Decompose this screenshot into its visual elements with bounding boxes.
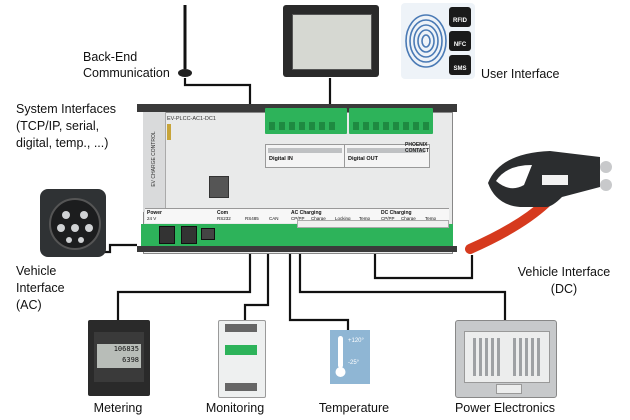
com-can-label: CAN — [269, 216, 279, 221]
power-sub-label: 24 V — [147, 216, 157, 221]
dc-temp-label: Temp — [425, 216, 437, 221]
thermometer-icon — [335, 336, 346, 377]
ac-charge-label: Charge — [311, 216, 326, 221]
monitoring-label-strip — [225, 345, 257, 355]
digital-out-leds — [347, 148, 425, 153]
monitoring-terminals-bottom — [225, 383, 257, 391]
rfid-tag: RFID — [449, 7, 471, 27]
monitoring-connection-line — [243, 248, 270, 320]
vehicle-ac-line2: Interface — [16, 281, 65, 295]
com-group-label: Com — [217, 210, 229, 216]
chip-icon — [209, 176, 229, 198]
heatsink-fins — [473, 338, 540, 376]
usb-port — [201, 228, 215, 240]
vehicle-ac-line1: Vehicle — [16, 264, 57, 278]
rfid-label: RFID — [453, 18, 467, 24]
monitoring-label: Monitoring — [205, 401, 265, 415]
meter-display: 106835 6398 — [97, 344, 141, 368]
digital-out-label: Digital OUT — [348, 156, 378, 162]
vehicle-interface-ac-label: Vehicle Interface (AC) — [16, 263, 65, 314]
digital-in-panel: Digital IN — [265, 144, 347, 168]
vehicle-ac-line3: (AC) — [16, 298, 42, 312]
phoenix-contact-logo: PHOENIX CONTACT — [405, 142, 429, 154]
com-rs485-label: RS485 — [245, 216, 259, 221]
temp-low-readout: -25° — [348, 360, 360, 366]
power-electronics-icon — [455, 320, 557, 398]
dc-charging-label: DC Charging — [381, 210, 412, 216]
digital-in-label: Digital IN — [269, 156, 293, 162]
backend-label-line2: Communication — [83, 66, 170, 80]
din-rail-bottom — [137, 246, 457, 252]
dc-plug-icon — [465, 151, 612, 254]
temperature-sensor-icon: +120° -25° — [330, 330, 370, 384]
backend-connection-line — [183, 78, 252, 106]
rfid-tag-column: RFID NFC SMS — [449, 7, 471, 75]
metering-label: Metering — [93, 401, 143, 415]
digital-in-leds — [268, 148, 342, 153]
ac-socket-icon — [40, 185, 106, 257]
terminal-label-strip — [297, 220, 449, 228]
system-interfaces-line2: (TCP/IP, serial, — [16, 119, 100, 133]
power-electronics-nameplate — [496, 384, 522, 394]
sms-tag: SMS — [449, 55, 471, 75]
controller-model-label: EV-PLCC-AC1-DC1 — [167, 116, 216, 122]
temperature-connection-line — [288, 248, 350, 330]
touch-display-icon — [283, 5, 379, 77]
display-screen — [292, 14, 372, 70]
vehicle-interface-dc-label: Vehicle Interface (DC) — [514, 264, 614, 298]
ac-locking-label: Locking — [335, 216, 351, 221]
monitoring-relay-icon — [218, 320, 266, 398]
brand-line1: PHOENIX — [405, 142, 428, 148]
dc-red-cable — [465, 198, 551, 254]
meter-readout-line1: 106835 — [113, 345, 139, 353]
fingerprint-panel: RFID NFC SMS — [401, 3, 475, 79]
ethernet-port-1 — [159, 226, 175, 244]
ac-cppp-label: CP/PP — [291, 216, 305, 221]
digital-out-panel: Digital OUT — [344, 144, 430, 168]
vehicle-dc-line1: Vehicle Interface — [517, 265, 611, 279]
power-electronics-connection-line — [298, 248, 507, 320]
antenna-icon — [178, 5, 192, 77]
ethernet-port-2 — [181, 226, 197, 244]
fingerprint-icon — [405, 14, 447, 68]
energy-meter-icon: 106835 6398 — [88, 320, 150, 396]
temperature-label: Temperature — [318, 401, 390, 415]
ac-temp-label: Temp — [359, 216, 371, 221]
nfc-label: NFC — [453, 42, 467, 48]
com-rs232-label: RS232 — [217, 216, 231, 221]
ac-charging-label: AC Charging — [291, 210, 322, 216]
status-led-strip — [167, 124, 171, 140]
sms-label: SMS — [453, 66, 467, 72]
controller-side-label: EV CHARGE CONTROL — [151, 131, 157, 187]
dc-vehicle-connection-line — [373, 248, 474, 280]
backend-communication-label: Back-End Communication — [83, 49, 170, 81]
dc-charge-label: Charge — [401, 216, 416, 221]
heatsink-panel — [464, 331, 550, 383]
nfc-tag: NFC — [449, 31, 471, 51]
vehicle-dc-line2: (DC) — [550, 282, 578, 296]
terminal-block-bottom — [141, 224, 453, 246]
temp-high-readout: +120° — [348, 338, 364, 344]
meter-readout-line2: 6398 — [122, 356, 139, 364]
system-interfaces-label: System Interfaces (TCP/IP, serial, digit… — [16, 101, 116, 152]
port-group-labels: Power 24 V Com RS232 RS485 CAN AC Chargi… — [145, 208, 449, 223]
ac-socket-pins — [57, 211, 93, 243]
power-electronics-label: Power Electronics — [454, 401, 556, 415]
ev-charge-controller: EV CHARGE CONTROL EV-PLCC-AC1-DC1 Digita… — [137, 104, 457, 254]
terminal-screws-top — [269, 122, 429, 130]
brand-line2: CONTACT — [405, 148, 430, 154]
controller-side-panel: EV CHARGE CONTROL — [143, 112, 166, 212]
user-interface-label: User Interface — [481, 67, 560, 81]
backend-label-line1: Back-End — [83, 50, 138, 64]
dc-cppp-label: CP/PP — [381, 216, 395, 221]
system-interfaces-line1: System Interfaces — [16, 102, 117, 116]
system-interfaces-line3: digital, temp., ...) — [16, 136, 109, 150]
power-group-label: Power — [147, 210, 163, 216]
monitoring-terminals-top — [225, 324, 257, 332]
metering-connection-line — [116, 248, 252, 320]
ac-vehicle-connection-line — [102, 243, 137, 254]
